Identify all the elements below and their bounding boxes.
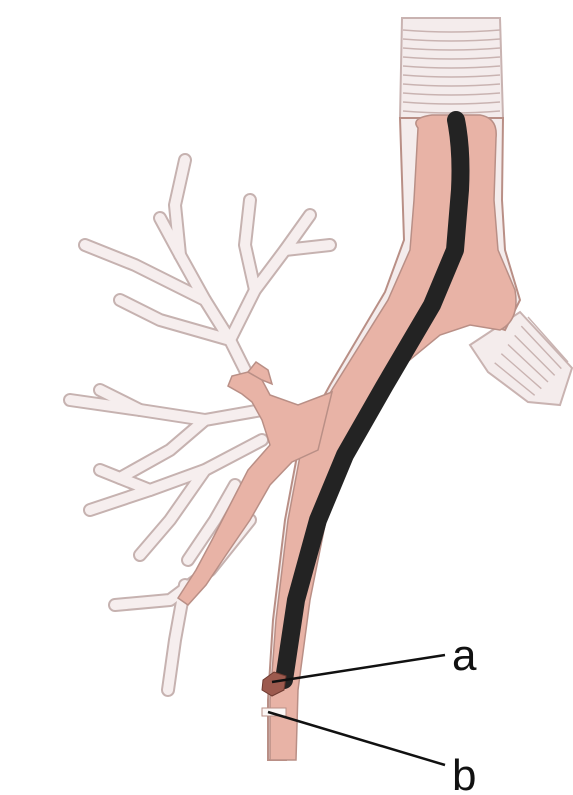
label-b: b — [452, 751, 476, 795]
label-a: a — [452, 631, 477, 680]
